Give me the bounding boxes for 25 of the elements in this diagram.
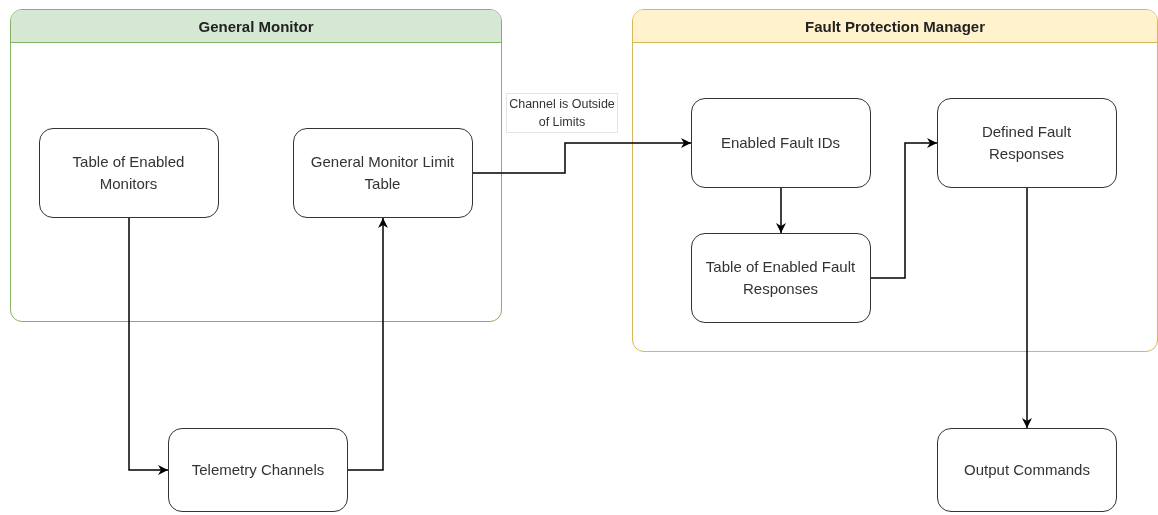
group-container	[10, 9, 502, 322]
edge-label: Channel is Outside of Limits	[506, 93, 618, 134]
arrow	[870, 138, 938, 279]
process-box	[168, 428, 348, 512]
box-label: Table of Enabled Fault Responses	[704, 256, 857, 299]
box-label: Table of Enabled Monitors	[71, 151, 186, 194]
box-label: Enabled Fault IDs	[720, 132, 841, 153]
container-title: General Monitor	[198, 17, 314, 35]
arrow	[776, 187, 786, 234]
process-box	[690, 232, 871, 323]
arrow	[472, 138, 692, 174]
box-label: Output Commands	[964, 460, 1090, 481]
container-title: Fault Protection Manager	[805, 17, 985, 35]
arrow	[347, 217, 388, 471]
process-box	[937, 428, 1117, 512]
process-box	[38, 127, 219, 218]
box-label: Telemetry Channels	[191, 460, 325, 481]
process-box	[292, 127, 473, 218]
process-box	[936, 97, 1117, 188]
box-label: Defined Fault Responses	[980, 121, 1073, 164]
group-container	[632, 9, 1158, 352]
box-label: General Monitor Limit Table	[309, 151, 456, 194]
arrow	[128, 217, 169, 475]
arrow	[1022, 187, 1032, 429]
process-box	[690, 97, 871, 188]
